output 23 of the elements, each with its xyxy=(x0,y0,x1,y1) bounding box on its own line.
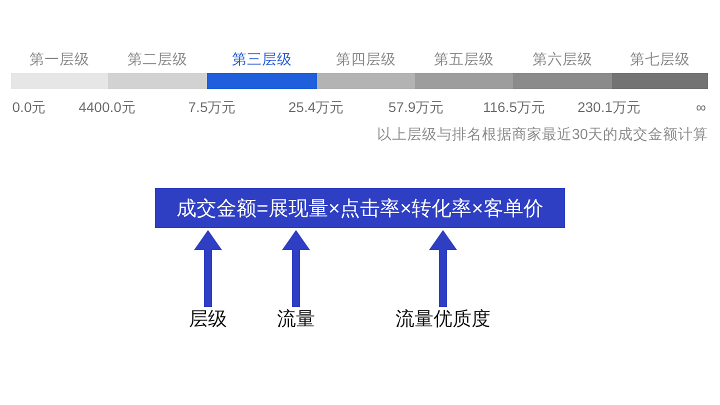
tier-label: 第一层级 xyxy=(30,51,90,70)
tier-label: 第四层级 xyxy=(336,51,396,70)
threshold-value: 116.5万元 xyxy=(483,98,545,116)
threshold-value: 25.4万元 xyxy=(288,98,344,116)
tier-label: 第五层级 xyxy=(434,51,494,70)
tier-label: 第七层级 xyxy=(630,51,690,70)
threshold-value: 57.9万元 xyxy=(388,98,444,116)
formula-box: 成交金额=展现量×点击率×转化率×客单价 xyxy=(155,188,565,228)
factor-label: 流量 xyxy=(277,309,315,331)
tier-label: 第三层级 xyxy=(232,51,292,70)
footnote: 以上层级与排名根据商家最近30天的成交金额计算 xyxy=(376,126,708,145)
factor-label: 层级 xyxy=(189,309,227,331)
tier-label: 第六层级 xyxy=(532,50,592,70)
factor-label: 流量优质度 xyxy=(396,309,490,331)
tier-label: 第二层级 xyxy=(128,51,188,70)
threshold-value: 7.5万元 xyxy=(188,98,236,116)
arrow xyxy=(282,230,310,307)
threshold-value: 0.0元 xyxy=(12,98,46,116)
threshold-value: 230.1万元 xyxy=(577,98,641,116)
threshold-value: ∞ xyxy=(696,98,706,116)
threshold-value: 4400.0元 xyxy=(78,98,136,116)
arrow xyxy=(429,230,457,307)
arrow xyxy=(194,230,222,307)
